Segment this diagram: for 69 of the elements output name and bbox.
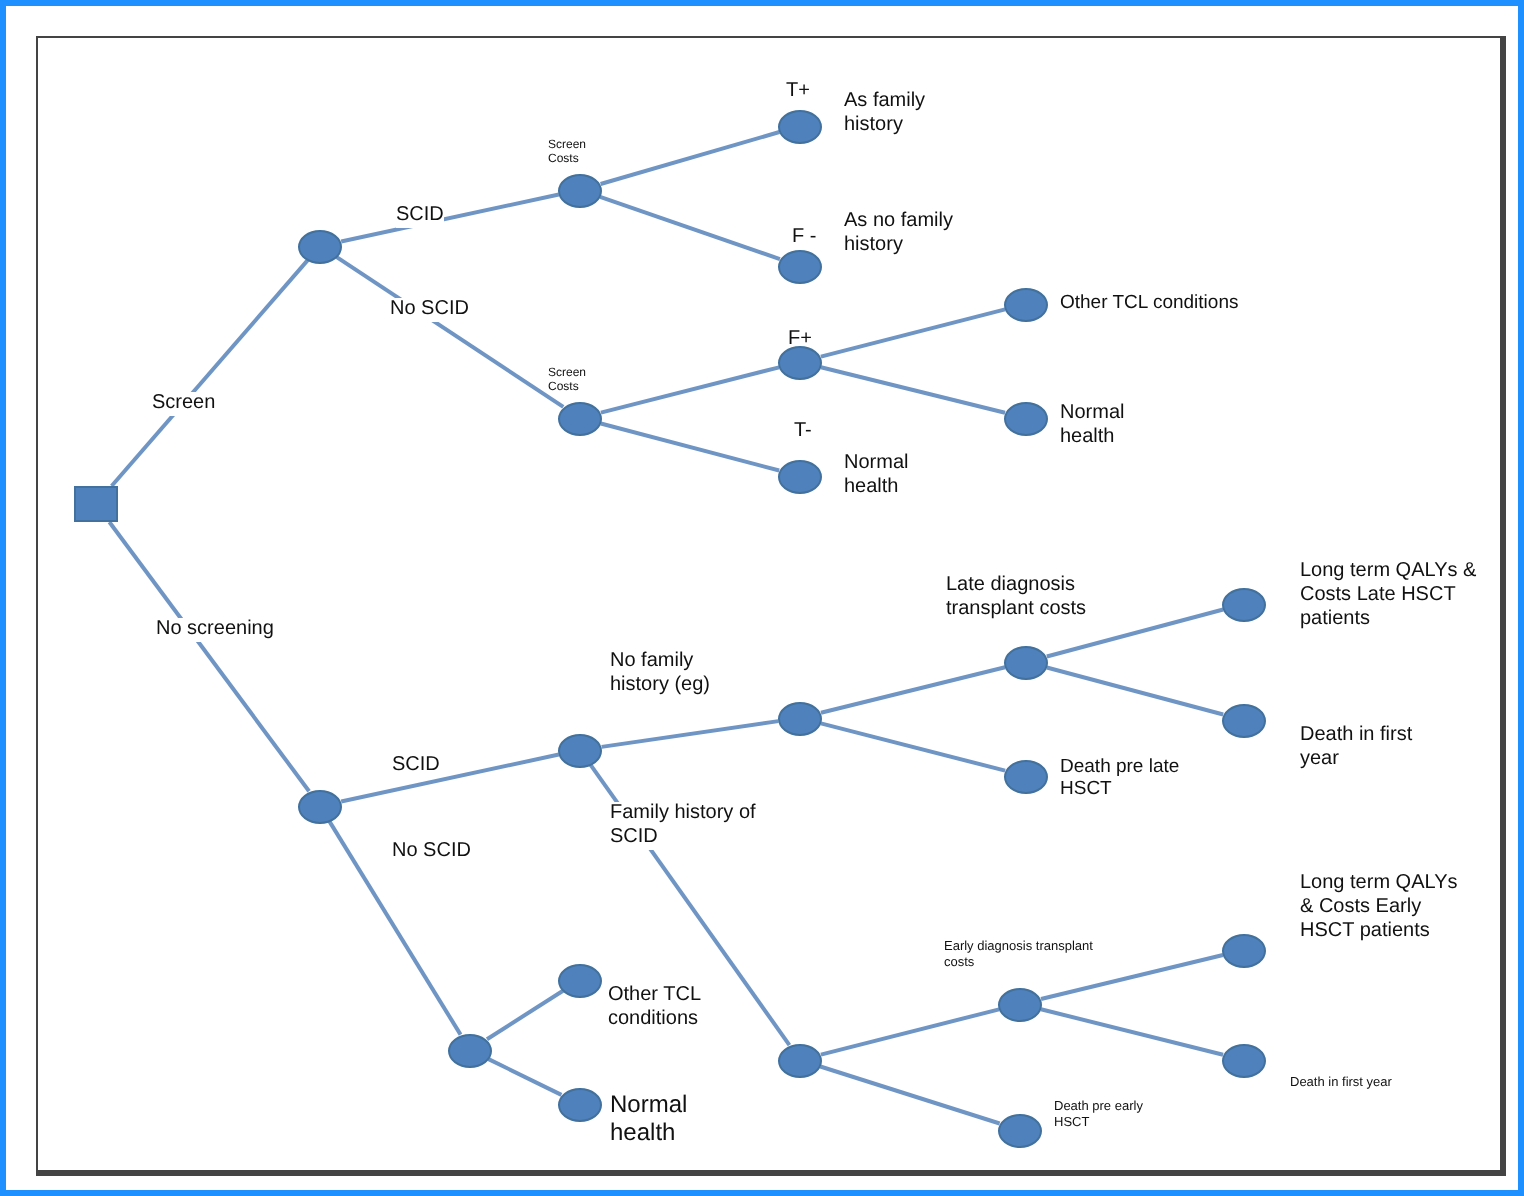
branch-line xyxy=(601,719,779,749)
outcome-label: F - xyxy=(792,226,817,250)
branch-line xyxy=(485,989,565,1041)
chance-node xyxy=(1222,933,1266,967)
branch-line xyxy=(820,665,1006,715)
branch-line xyxy=(820,307,1006,359)
chance-node xyxy=(448,1033,492,1067)
outcome-label: T- xyxy=(794,420,812,444)
outcome-label: Other TCL conditions xyxy=(608,984,703,1032)
branch-line xyxy=(107,520,311,793)
chance-node xyxy=(778,345,822,379)
branch-line xyxy=(487,1057,563,1097)
outcome-label: Normal health xyxy=(1060,402,1127,450)
branch-label: No SCID xyxy=(390,298,469,322)
outcome-label: Normal health xyxy=(844,452,911,500)
branch-line xyxy=(600,421,780,473)
outcome-label: Death in first year xyxy=(1300,724,1415,772)
branch-line xyxy=(110,258,310,488)
outcome-label: As family history xyxy=(844,90,928,138)
branch-line xyxy=(819,1064,1001,1126)
chance-node xyxy=(778,109,822,143)
chance-node xyxy=(558,963,602,997)
chance-node xyxy=(1222,587,1266,621)
outcome-label: T+ xyxy=(786,80,810,104)
outcome-label: Long term QALYs & Costs Early HSCT patients xyxy=(1300,872,1460,944)
branch-line xyxy=(340,192,560,244)
branch-line xyxy=(1040,953,1224,1001)
branch-line xyxy=(600,130,780,186)
chance-node xyxy=(778,249,822,283)
chance-node xyxy=(558,401,602,435)
chance-node xyxy=(298,789,342,823)
chance-node xyxy=(558,733,602,767)
outcome-label: Death pre late HSCT xyxy=(1060,756,1182,802)
chance-node xyxy=(998,987,1042,1021)
chance-node xyxy=(1222,703,1266,737)
branch-line xyxy=(1046,665,1224,717)
outcome-label: Normal health xyxy=(610,1090,690,1148)
chance-node xyxy=(1004,287,1048,321)
outcome-label: Late diagnosis transplant costs xyxy=(946,574,1089,622)
branch-line xyxy=(1040,1007,1224,1057)
outcome-label: Other TCL conditions xyxy=(1060,292,1239,315)
decision-square xyxy=(74,486,118,522)
chance-node xyxy=(558,173,602,207)
chance-node xyxy=(1222,1043,1266,1077)
branch-line xyxy=(327,820,463,1036)
chance-node xyxy=(1004,759,1048,793)
branch-line xyxy=(600,365,780,415)
branch-label: Family history of SCID xyxy=(610,802,760,850)
branch-line xyxy=(820,365,1006,415)
chance-node xyxy=(298,229,342,263)
branch-line xyxy=(1046,607,1224,659)
branch-label: No screening xyxy=(156,618,274,642)
chance-node xyxy=(998,1113,1042,1147)
chance-node xyxy=(778,701,822,735)
chance-node xyxy=(778,1043,822,1077)
outcome-label: As no family history xyxy=(844,210,955,258)
chance-node xyxy=(558,1087,602,1121)
branch-line xyxy=(340,752,560,804)
branch-label: Screen xyxy=(152,392,216,416)
chance-node xyxy=(778,459,822,493)
branch-line xyxy=(820,721,1006,773)
chance-node xyxy=(1004,401,1048,435)
branch-label: SCID xyxy=(396,204,444,228)
branch-line xyxy=(820,1007,1000,1057)
branch-line xyxy=(335,255,565,409)
outcome-label: F+ xyxy=(788,328,812,352)
outcome-label: Long term QALYs & Costs Late HSCT patients xyxy=(1300,560,1479,632)
branch-line xyxy=(599,195,781,261)
chance-node xyxy=(1004,645,1048,679)
